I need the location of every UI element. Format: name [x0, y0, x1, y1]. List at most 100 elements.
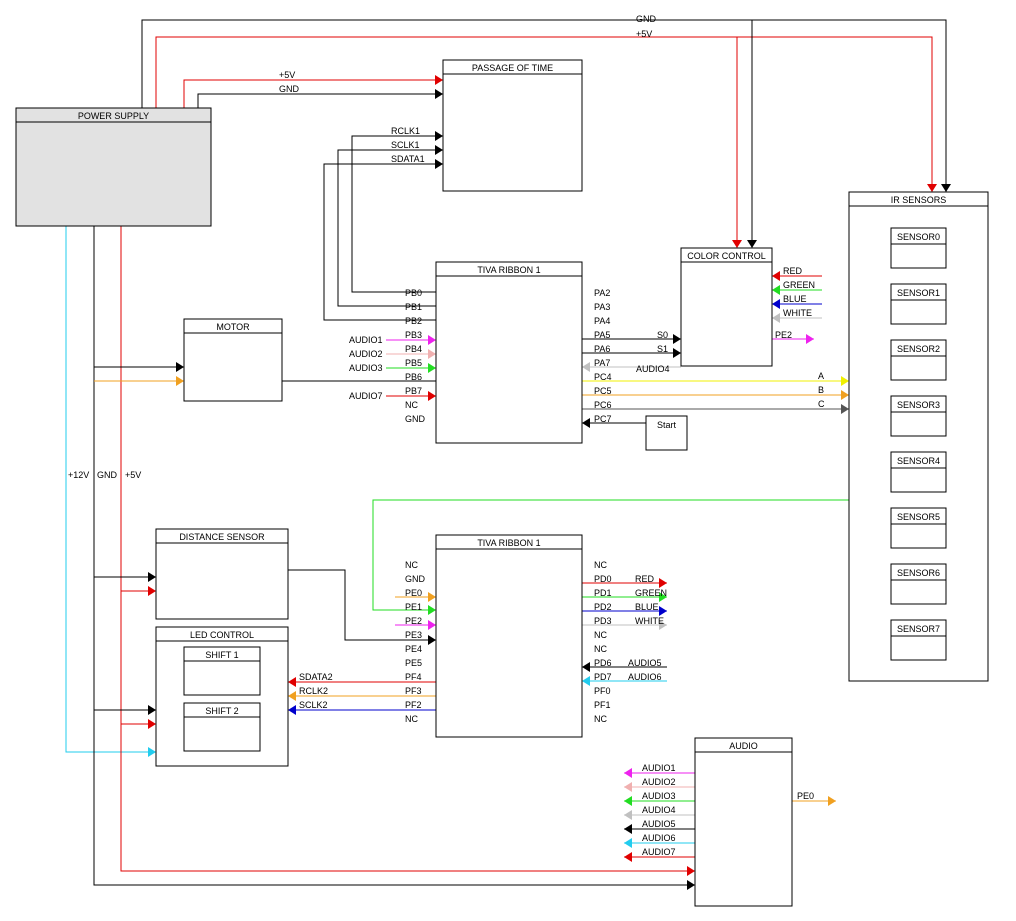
- ir-sensor-5: [890, 507, 947, 549]
- pd7-in-arrow: [582, 676, 590, 686]
- led-control-block-title: LED CONTROL: [190, 630, 254, 640]
- color-out-arrow-1: [772, 285, 780, 295]
- tiva-bottom-left-pin-2: PE0: [405, 588, 422, 598]
- ir-sensor-label-0: SENSOR0: [897, 232, 940, 242]
- passage-of-time-block: [442, 59, 583, 192]
- tiva-bottom-right-pin-7: PD6: [594, 658, 612, 668]
- s0-arrow: [673, 334, 681, 344]
- audio-in-top-label-1: AUDIO2: [349, 349, 383, 359]
- s1-label: S1: [657, 344, 668, 354]
- tiva-top-left-pin-8: NC: [405, 400, 418, 410]
- led-v5-arrow: [148, 719, 156, 729]
- led-sig-arrow-0: [288, 677, 296, 687]
- tiva-top-right-pin-2: PA4: [594, 316, 610, 326]
- tiva-bottom-left-pin-4: PE2: [405, 616, 422, 626]
- tiva-bottom-right-pin-8: PD7: [594, 672, 612, 682]
- led-v12-arrow: [148, 747, 156, 757]
- bus-label-0: A: [818, 371, 824, 381]
- tiva-bottom-left-pin-6: PE4: [405, 644, 422, 654]
- shift1-block: [183, 646, 261, 696]
- audio-in-arrow-3: [624, 810, 632, 820]
- dist-v5-arrow: [148, 586, 156, 596]
- bus-label-2: C: [818, 399, 825, 409]
- tiva-top-block-title: TIVA RIBBON 1: [477, 265, 540, 275]
- color-out-label-3: WHITE: [783, 308, 812, 318]
- passage-input-arrow-0: [435, 131, 443, 141]
- audio-in-label-2: AUDIO3: [642, 791, 676, 801]
- tiva-top-left-pin-1: PB1: [405, 302, 422, 312]
- motor-pwr-arrow: [176, 376, 184, 386]
- passage-v5-arrow: [435, 75, 443, 85]
- audio-in-arrow-5: [624, 838, 632, 848]
- pd6-in-label: AUDIO5: [628, 658, 662, 668]
- start-block: [645, 415, 688, 451]
- audio-in-top-arrow-3: [428, 391, 436, 401]
- ir-sensor-4: [890, 451, 947, 493]
- v12-trunk-label: +12V: [68, 470, 89, 480]
- shift2-block-title: SHIFT 2: [205, 706, 238, 716]
- color-gnd-arrow: [747, 240, 757, 248]
- tiva-bottom-block: [435, 534, 583, 738]
- bus-arrow-0: [841, 376, 849, 386]
- tiva-top-right-pin-4: PA6: [594, 344, 610, 354]
- pd6-in-arrow: [582, 662, 590, 672]
- audio-block: [694, 737, 793, 907]
- audio-in-top-arrow-0: [428, 335, 436, 345]
- audio-block-title: AUDIO: [729, 741, 758, 751]
- passage-line-0: [351, 135, 443, 293]
- passage-of-time-block-title: PASSAGE OF TIME: [472, 63, 553, 73]
- power-supply-block: [15, 107, 212, 227]
- audio-in-label-5: AUDIO6: [642, 833, 676, 843]
- pd-out-label-3: WHITE: [635, 616, 664, 626]
- audio-in-label-3: AUDIO4: [642, 805, 676, 815]
- ir-sensor-0: [890, 227, 947, 269]
- color-out-label-1: GREEN: [783, 280, 815, 290]
- audio-in-label-4: AUDIO5: [642, 819, 676, 829]
- ir-sensor-label-7: SENSOR7: [897, 624, 940, 634]
- distance-sensor-block: [155, 528, 289, 620]
- tiva-top-right-pin-3: PA5: [594, 330, 610, 340]
- power-supply-block-title: POWER SUPPLY: [78, 111, 149, 121]
- tiva-top-right-pin-5: PA7: [594, 358, 610, 368]
- tiva-bottom-block-title: TIVA RIBBON 1: [477, 538, 540, 548]
- tiva-top-right-pin-9: PC7: [594, 414, 612, 424]
- motor-block-title: MOTOR: [216, 322, 250, 332]
- ir-sensor-label-2: SENSOR2: [897, 344, 940, 354]
- color-out-label-0: RED: [783, 266, 803, 276]
- audio-in-top-arrow-1: [428, 349, 436, 359]
- passage-line-2: [323, 163, 443, 321]
- ir-sensor-label-6: SENSOR6: [897, 568, 940, 578]
- passage-v5-label: +5V: [279, 70, 295, 80]
- color-out-arrow-3: [772, 313, 780, 323]
- passage-input-label-0: RCLK1: [391, 126, 420, 136]
- bus-arrow-2: [841, 404, 849, 414]
- tiva-top-left-pin-2: PB2: [405, 316, 422, 326]
- pe0-in-arrow: [428, 592, 436, 602]
- tiva-top-left-pin-7: PB7: [405, 386, 422, 396]
- color-v5-arrow: [732, 240, 742, 248]
- ir-sensor-2: [890, 339, 947, 381]
- tiva-top-right-pin-6: PC4: [594, 372, 612, 382]
- tiva-bottom-right-pin-3: PD2: [594, 602, 612, 612]
- tiva-bottom-left-pin-10: PF2: [405, 700, 422, 710]
- ir-pe1-wire: [372, 499, 849, 611]
- color-control-block-title: COLOR CONTROL: [687, 251, 766, 261]
- distance-sensor-block-title: DISTANCE SENSOR: [179, 532, 265, 542]
- shift1-block-title: SHIFT 1: [205, 650, 238, 660]
- tiva-bottom-right-pin-1: PD0: [594, 574, 612, 584]
- audio-in-label-1: AUDIO2: [642, 777, 676, 787]
- passage-input-label-2: SDATA1: [391, 154, 425, 164]
- audio-in-arrow-6: [624, 852, 632, 862]
- color-control-block: [680, 247, 773, 367]
- pd7-in-label: AUDIO6: [628, 672, 662, 682]
- led-sig-label-0: SDATA2: [299, 672, 333, 682]
- tiva-bottom-right-pin-4: PD3: [594, 616, 612, 626]
- v5-rail-top: [155, 36, 933, 192]
- v5-trunk-label: +5V: [125, 470, 141, 480]
- passage-input-arrow-2: [435, 159, 443, 169]
- tiva-bottom-left-pin-11: NC: [405, 714, 418, 724]
- bus-label-1: B: [818, 385, 824, 395]
- led-sig-label-1: RCLK2: [299, 686, 328, 696]
- audio-in-top-label-3: AUDIO7: [349, 391, 383, 401]
- audio-in-arrow-0: [624, 768, 632, 778]
